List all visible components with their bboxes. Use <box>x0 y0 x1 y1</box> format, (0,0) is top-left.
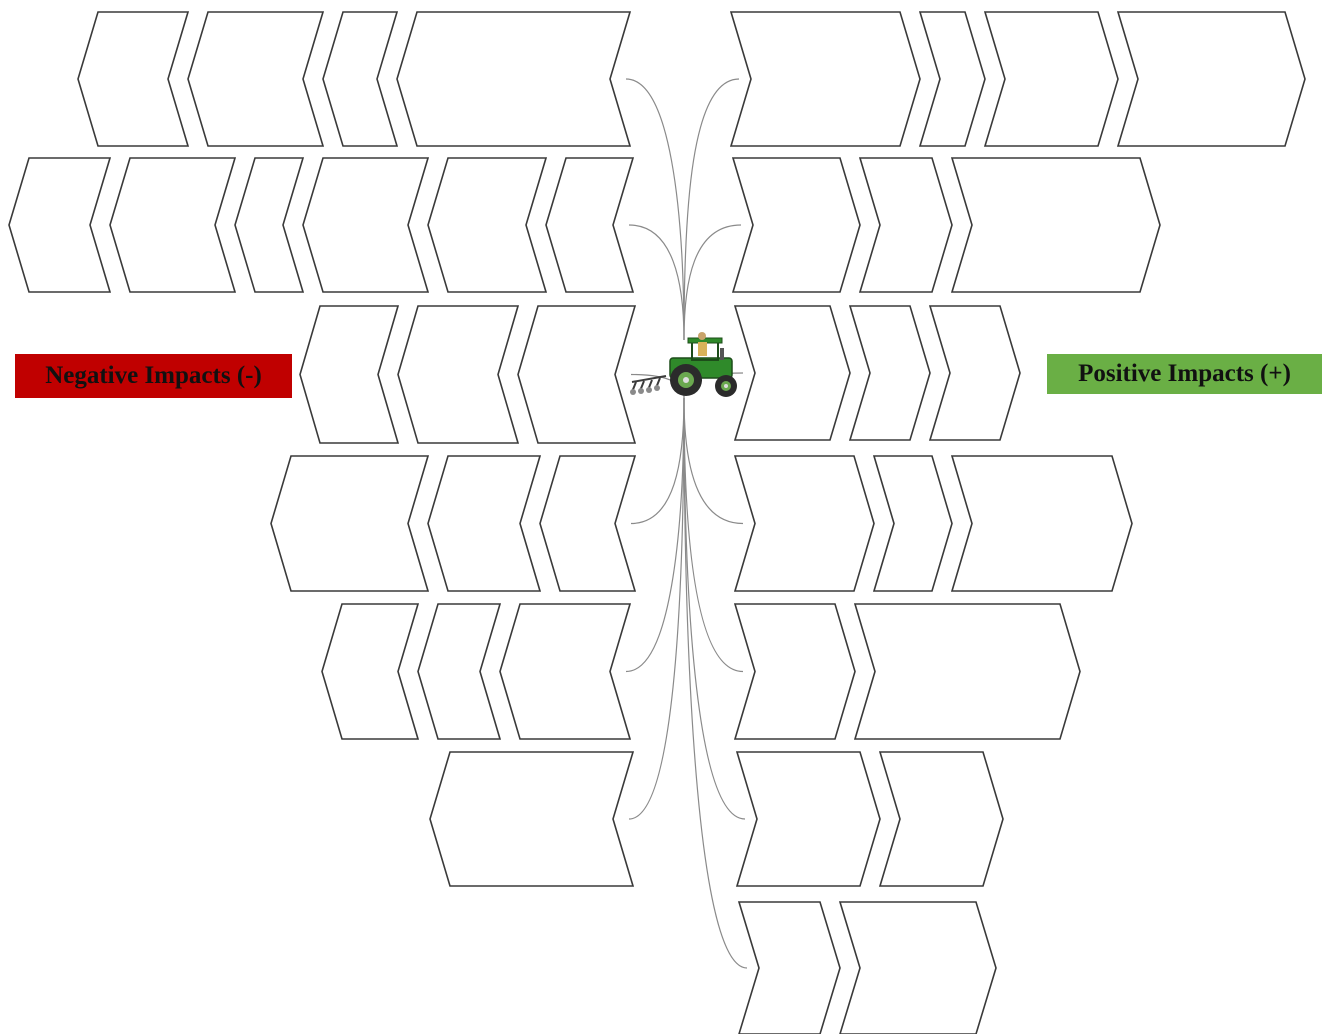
positive-chevron <box>737 901 841 1034</box>
positive-chevron <box>733 305 851 441</box>
positive-segment-label <box>864 158 948 292</box>
negative-chevron <box>234 157 305 293</box>
negative-chevron <box>8 157 112 293</box>
positive-segment-label <box>741 752 876 886</box>
negative-chevron <box>539 455 637 592</box>
positive-connector <box>683 397 744 673</box>
positive-chevron <box>729 11 921 147</box>
negative-connector <box>625 397 685 673</box>
negative-segment-label <box>399 12 628 146</box>
negative-segment-label <box>11 158 108 292</box>
negative-segment-label <box>325 12 395 146</box>
negative-chevron <box>397 305 520 444</box>
positive-segment-label <box>737 158 856 292</box>
negative-connector <box>625 78 685 341</box>
negative-connector <box>628 224 685 341</box>
negative-segment-label <box>430 158 544 292</box>
positive-connector <box>683 78 740 341</box>
positive-segment-label <box>854 306 926 440</box>
negative-segment-label <box>305 158 426 292</box>
negative-segment-label <box>542 456 633 591</box>
positive-connector <box>683 224 742 341</box>
negative-segment-label <box>190 12 321 146</box>
positive-chevron <box>950 455 1133 592</box>
positive-chevron <box>950 157 1161 293</box>
positive-chevron <box>731 157 861 293</box>
negative-segment-label <box>548 158 631 292</box>
positive-chevron <box>853 603 1081 740</box>
positive-chevron <box>872 455 953 592</box>
negative-segment-label <box>420 604 498 739</box>
positive-segment-label <box>739 604 851 739</box>
positive-segment-label <box>739 456 870 591</box>
positive-chevron <box>983 11 1119 147</box>
negative-segment-label <box>502 604 628 739</box>
positive-segment-label <box>934 306 1016 440</box>
positive-segment-label <box>735 12 916 146</box>
negative-segment-label <box>80 12 186 146</box>
positive-chevron <box>928 305 1021 441</box>
tractor-plough-icon <box>630 332 737 397</box>
negative-chevron <box>302 157 430 293</box>
negative-chevron <box>417 603 502 740</box>
chevron-shapes <box>8 11 1306 1034</box>
negative-impacts-banner: Negative Impacts (-) <box>15 354 292 398</box>
negative-segment-label <box>324 604 416 739</box>
negative-chevron <box>499 603 632 740</box>
positive-chevron <box>858 157 953 293</box>
positive-segment-label <box>743 902 836 1034</box>
positive-segment-label <box>956 456 1128 591</box>
negative-segment-label <box>432 752 631 886</box>
positive-segment-label <box>989 12 1114 146</box>
negative-chevron <box>427 157 548 293</box>
positive-segment-label <box>859 604 1076 739</box>
connector-lines <box>625 78 748 969</box>
positive-segment-label <box>739 306 846 440</box>
positive-segment-label <box>884 752 999 886</box>
negative-segment-label <box>273 456 426 591</box>
negative-chevron <box>429 751 635 887</box>
positive-chevron <box>838 901 997 1034</box>
negative-chevron <box>187 11 325 147</box>
positive-segment-label <box>844 902 992 1034</box>
negative-chevron <box>270 455 430 592</box>
negative-chevron <box>545 157 635 293</box>
positive-connector <box>683 397 744 525</box>
negative-chevron <box>517 305 637 444</box>
positive-chevron <box>733 603 856 740</box>
negative-segment-label <box>302 306 396 443</box>
positive-connector <box>683 397 748 969</box>
positive-chevron <box>735 751 881 887</box>
negative-chevron <box>109 157 237 293</box>
positive-chevron <box>1116 11 1306 147</box>
positive-chevron <box>733 455 875 592</box>
positive-segment-label <box>956 158 1156 292</box>
negative-chevron <box>299 305 400 444</box>
positive-segment-label <box>1122 12 1301 146</box>
negative-segment-label <box>430 456 538 591</box>
positive-impacts-banner: Positive Impacts (+) <box>1047 354 1322 394</box>
negative-chevron <box>322 11 399 147</box>
positive-chevron <box>878 751 1004 887</box>
negative-chevron <box>396 11 632 147</box>
negative-chevron <box>427 455 542 592</box>
positive-segment-label <box>924 12 981 146</box>
negative-segment-label <box>237 158 301 292</box>
negative-connector <box>628 397 685 820</box>
negative-segment-label <box>112 158 233 292</box>
negative-chevron <box>321 603 420 740</box>
positive-chevron <box>848 305 931 441</box>
positive-segment-label <box>878 456 948 591</box>
negative-chevron <box>77 11 190 147</box>
negative-segment-label <box>400 306 516 443</box>
negative-connector <box>630 397 685 525</box>
positive-chevron <box>918 11 986 147</box>
negative-segment-label <box>520 306 633 443</box>
